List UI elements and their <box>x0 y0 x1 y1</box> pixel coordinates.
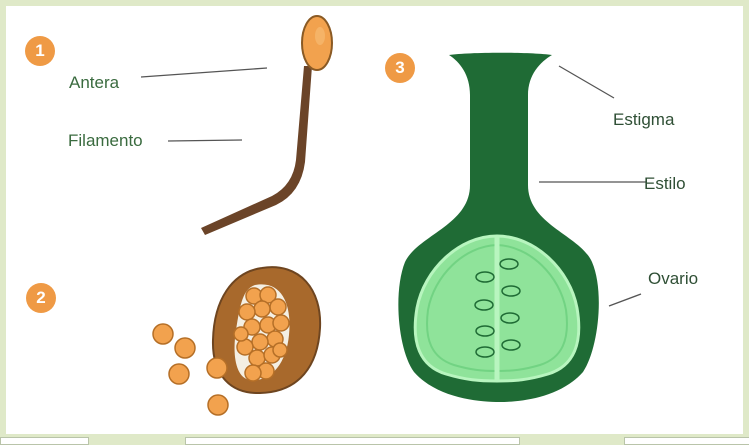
label-antera: Antera <box>69 73 119 93</box>
antera-leader <box>141 68 267 77</box>
pollen-sac-illustration <box>153 267 320 415</box>
ovario-leader <box>609 294 641 306</box>
estigma-leader <box>559 66 614 98</box>
label-estigma: Estigma <box>613 110 674 130</box>
pistil-illustration <box>398 53 598 402</box>
filamento-leader <box>168 140 242 141</box>
bottom-frame-center <box>185 437 520 445</box>
label-ovario: Ovario <box>648 269 698 289</box>
label-filamento: Filamento <box>68 131 143 151</box>
marker-2: 2 <box>26 283 56 313</box>
bottom-frame-right <box>624 437 749 445</box>
bottom-frame-left <box>0 437 89 445</box>
marker-1: 1 <box>25 36 55 66</box>
stamen-illustration <box>201 16 332 235</box>
label-estilo: Estilo <box>644 174 686 194</box>
marker-3: 3 <box>385 53 415 83</box>
filament-shape <box>201 66 312 235</box>
